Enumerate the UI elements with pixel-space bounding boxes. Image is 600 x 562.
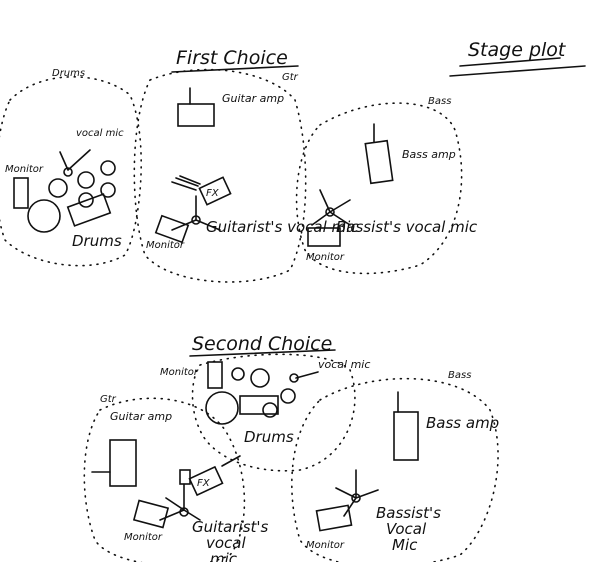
mic-icon	[351, 493, 361, 503]
mic-icon	[191, 215, 201, 225]
guitar-icon	[179, 469, 191, 485]
mic-icon	[63, 167, 73, 177]
monitor-label: Monitor	[146, 240, 185, 251]
drums-kit-label: Drums	[72, 232, 122, 250]
bass-drum	[205, 391, 239, 425]
drum-tom	[100, 182, 116, 198]
mic-icon	[179, 507, 189, 517]
vocal-label: Vocal	[386, 520, 427, 538]
drum-tom	[77, 171, 95, 189]
monitor-wedge	[154, 214, 190, 244]
monitor-label: Monitor	[160, 367, 199, 378]
mic-stand	[59, 149, 91, 171]
monitor-wedge	[13, 177, 29, 209]
drums-zone-label: Drums	[52, 68, 85, 79]
bass-amp	[393, 411, 419, 461]
drum-cymbal	[100, 160, 116, 176]
monitor-label: Monitor	[124, 532, 163, 543]
vocal-label: vocal	[206, 534, 246, 552]
mic-stand	[335, 469, 379, 517]
drum-tom	[250, 368, 270, 388]
monitor-wedge	[207, 361, 223, 389]
vocal-mic-label: vocal mic	[318, 358, 370, 371]
guitarist-vocal-mic-label: Guitarist's vocal mic	[206, 218, 359, 236]
bass-amp	[364, 139, 394, 185]
drum-riser	[66, 193, 112, 227]
mic-icon	[289, 373, 299, 383]
drum-riser	[239, 395, 279, 415]
fx-label: FX	[206, 188, 220, 199]
guitar-icon	[171, 175, 201, 191]
guitar-amp	[109, 439, 137, 487]
guitar-zone-label: Gtr	[282, 72, 299, 83]
stage-plot-title: Stage plot	[468, 39, 567, 61]
mic-stand	[295, 371, 319, 379]
drum-tom	[280, 388, 296, 404]
bass-zone-label: Bass	[448, 370, 471, 381]
guitar-zone-label: Gtr	[100, 394, 117, 405]
drum-tom	[262, 402, 278, 418]
bassist-label: Bassist's	[376, 504, 441, 522]
fx-pedal	[188, 465, 224, 497]
drums-zone-outline	[191, 353, 356, 472]
fx-pedal	[198, 176, 232, 206]
drums-kit-label: Drums	[244, 428, 294, 446]
bass-zone-outline	[295, 102, 463, 275]
first-choice-underline	[171, 65, 299, 73]
monitor-label: Monitor	[306, 252, 345, 263]
mic-stand	[159, 483, 201, 521]
drum-tom	[78, 192, 94, 208]
guitar-zone-outline	[83, 397, 246, 562]
monitor-wedge	[315, 504, 353, 532]
monitor-wedge	[132, 499, 170, 529]
mic-stand	[311, 189, 351, 226]
bass-amp-label: Bass amp	[402, 148, 456, 161]
bass-zone-label: Bass	[428, 96, 451, 107]
guitar-amp-label: Guitar amp	[110, 410, 172, 423]
fx-cable	[221, 455, 241, 467]
second-choice-underline	[189, 349, 336, 357]
mic-label: Mic	[392, 536, 418, 554]
monitor-wedge	[307, 227, 341, 247]
monitor-label: Monitor	[5, 164, 44, 175]
guitar-amp	[177, 103, 215, 127]
bass-drum	[27, 199, 61, 233]
second-choice-heading: Second Choice	[192, 333, 332, 355]
guitarist-label: Guitarist's	[192, 518, 269, 536]
fx-label: FX	[197, 478, 211, 489]
mic-label: mic	[210, 550, 238, 562]
drum-cymbal	[231, 367, 245, 381]
bassist-vocal-mic-label: Bassist's vocal mic	[336, 218, 478, 236]
mic-icon	[325, 207, 335, 217]
vocal-mic-label: vocal mic	[76, 128, 124, 139]
drum-tom	[48, 178, 68, 198]
bass-amp-label-1: Bass amp	[426, 414, 499, 432]
monitor-label: Monitor	[306, 540, 345, 551]
title-underline	[449, 57, 586, 77]
first-choice-heading: First Choice	[176, 47, 288, 69]
guitar-amp-label: Guitar amp	[222, 92, 284, 105]
